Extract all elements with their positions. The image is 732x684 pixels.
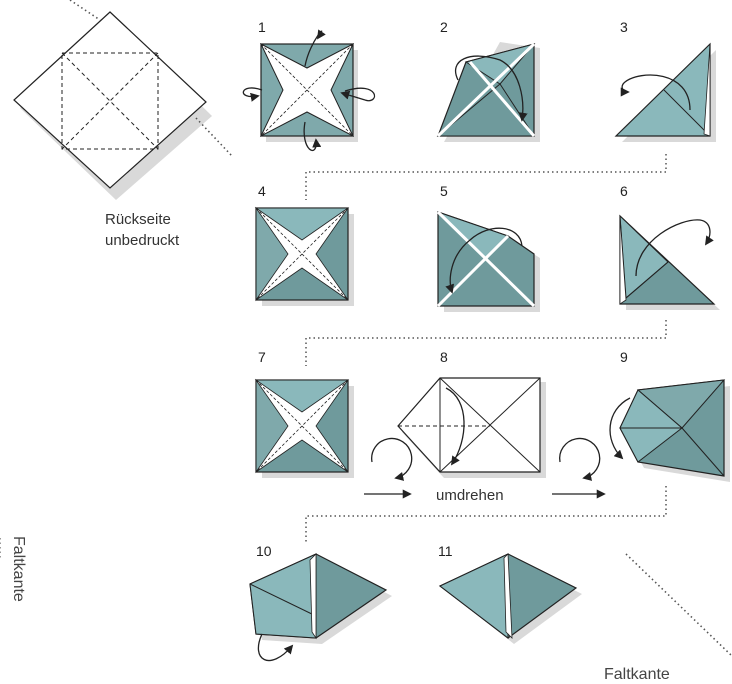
step-number: 5 [440,183,448,199]
step-number: 1 [258,19,266,35]
step-number: 6 [620,183,628,199]
step-7: 7 [254,349,354,478]
step-2: 2 [436,19,540,142]
step-number: 11 [438,543,453,559]
step-connector [305,154,667,200]
step-4: 4 [254,183,354,306]
step-8: 8 umdrehen [397,349,546,504]
step-number: 2 [440,19,448,35]
step-number: 3 [620,19,628,35]
step-1: 1 [242,19,376,152]
white-square [13,11,207,189]
step-number: 7 [258,349,266,365]
fold-edge-caption: Faltkante [604,666,670,683]
step-number: 8 [440,349,448,365]
step-connector [305,320,667,366]
fold-edge-line [625,553,732,657]
fold-edge-guide-top [69,0,101,21]
intro-paper: Rückseite unbedruckt [13,0,233,249]
step-connector [305,486,667,544]
step-number: 4 [258,183,266,199]
step-5: 5 [436,183,540,312]
fold-edge-side-caption: Faltkante [10,536,27,602]
step-9: 9 [609,349,730,482]
step-number: 9 [620,349,628,365]
step-6: 6 [619,183,720,310]
step-number: 10 [256,543,272,559]
flip-icon [552,437,606,499]
back-side-caption-2: unbedruckt [105,232,180,249]
step-3: 3 [614,19,716,142]
flip-icon [364,437,413,499]
step-11: 11 [438,543,582,644]
back-side-caption-1: Rückseite [105,211,171,228]
step-10: 10 [249,543,392,662]
flip-caption: umdrehen [436,487,504,504]
